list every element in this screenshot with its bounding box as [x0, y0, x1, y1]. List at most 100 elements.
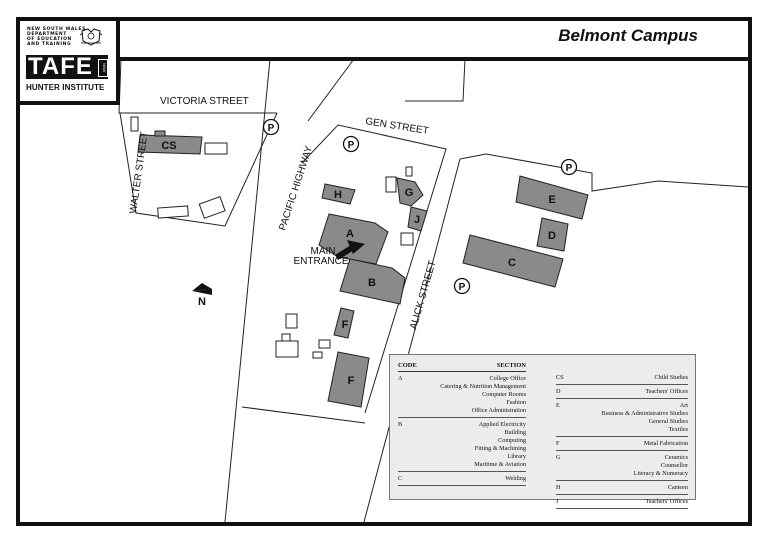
map-frame: P P P P VICTORIA STREET WALTER STREET PA… — [16, 17, 752, 526]
street-walter: WALTER STREET — [128, 131, 150, 215]
building-d — [536, 217, 569, 252]
building-cs-annex — [154, 130, 166, 137]
nsw-badge: NSW — [98, 59, 108, 77]
legend-section-item: Fitting & Machining — [474, 445, 526, 452]
parking-icon — [453, 277, 471, 295]
legend-code: F — [556, 440, 560, 447]
page-title: Belmont Campus — [558, 26, 698, 45]
parking-symbols — [262, 118, 578, 295]
legend-row: CS Child Studies — [556, 373, 688, 385]
parking-label: P — [268, 123, 275, 134]
building-f-large — [327, 351, 370, 408]
parking-label: P — [348, 140, 355, 151]
legend-section-item: College Office — [489, 375, 526, 382]
parking-icon — [560, 158, 578, 176]
legend-code: C — [398, 475, 403, 482]
legend-section-item: Computing — [498, 437, 526, 444]
legend-section-item: Child Studies — [654, 374, 688, 381]
institute-name: HUNTER INSTITUTE — [26, 83, 105, 92]
logo-text-line: NEW SOUTH WALES — [27, 27, 86, 32]
tafe-wordmark: TAFE — [26, 55, 108, 79]
building-label-c: C — [508, 257, 516, 269]
main-entrance-label-1: MAIN — [311, 246, 336, 257]
legend-sections: Welding — [505, 475, 526, 483]
building-cs — [137, 134, 203, 155]
legend-section-item: Ceramics — [664, 454, 688, 461]
legend-section-item: Business & Administrative Studies — [601, 410, 688, 417]
building-j — [407, 206, 428, 232]
logo-text-line: DEPARTMENT — [27, 32, 67, 37]
legend-code: G — [556, 454, 561, 461]
legend-section-item: Teachers' Offices — [645, 498, 688, 505]
legend-section-item: Welding — [505, 475, 526, 482]
parking-icon — [262, 118, 280, 136]
road-outlines — [118, 58, 748, 522]
tafe-logo: NEW SOUTH WALES DEPARTMENT OF EDUCATION … — [20, 21, 120, 105]
building-label-a: A — [346, 228, 354, 240]
legend-sections: Child Studies — [654, 374, 688, 382]
building-label-f-large: F — [348, 375, 355, 387]
legend-section-item: Computer Rooms — [482, 391, 526, 398]
legend-row: C Welding — [398, 474, 526, 486]
parking-label: P — [459, 282, 466, 293]
legend-row: J Teachers' Offices — [556, 497, 688, 509]
legend-code: H — [556, 484, 561, 491]
campus-map: P P P P VICTORIA STREET WALTER STREET PA… — [118, 58, 748, 522]
north-label: N — [198, 296, 206, 308]
north-arrow-icon — [192, 283, 212, 295]
legend-sections: Teachers' Offices — [645, 498, 688, 506]
building-label-b: B — [368, 277, 376, 289]
parking-icon — [342, 135, 360, 153]
street-victoria: VICTORIA STREET — [160, 96, 249, 107]
building-e — [515, 175, 589, 220]
legend-section-item: Office Administration — [471, 407, 526, 414]
legend-section-item: Catering & Nutrition Management — [440, 383, 526, 390]
legend-section-item: Library — [507, 453, 526, 460]
building-g — [396, 177, 424, 207]
legend-code: A — [398, 375, 403, 382]
legend-code-header: CODE — [398, 362, 417, 369]
street-gen: GEN STREET — [365, 116, 430, 137]
building-b — [339, 258, 406, 305]
main-entrance-arrow — [335, 240, 365, 260]
building-label-f-small: F — [342, 319, 349, 331]
legend-section-item: Maritime & Aviation — [474, 461, 526, 468]
main-entrance-label-2: ENTRANCE — [293, 256, 348, 267]
logo-text-line: AND TRAINING — [27, 42, 72, 47]
legend-section-header: SECTION — [496, 362, 526, 369]
legend-code: CS — [556, 374, 564, 381]
legend-section-item: Metal Fabrication — [643, 440, 688, 447]
legend-code: J — [556, 498, 559, 505]
legend-code: E — [556, 402, 560, 409]
buildings — [137, 130, 589, 408]
legend-section-item: Canteen — [667, 484, 688, 491]
building-label-h: H — [334, 189, 342, 201]
legend-sections: Canteen — [668, 484, 688, 492]
legend-sections: Metal Fabrication — [644, 440, 688, 448]
legend-header: CODE SECTION — [398, 362, 526, 372]
building-h — [321, 183, 356, 205]
building-label-j: J — [414, 214, 420, 226]
street-alick: ALICK STREET — [408, 259, 438, 330]
legend-section-item: Textiles — [668, 426, 689, 433]
building-label-g: G — [405, 187, 414, 199]
logo-text-line: OF EDUCATION — [27, 37, 72, 42]
building-c — [462, 234, 564, 288]
legend-row: H Canteen — [556, 483, 688, 495]
building-label-e: E — [548, 194, 555, 206]
legend-code: B — [398, 421, 403, 428]
street-pacific: PACIFIC HIGHWAY — [277, 144, 315, 232]
legend-section-item: General Studies — [648, 418, 688, 425]
header-bar: Belmont Campus — [20, 21, 748, 61]
legend-section-item: Teachers' Offices — [645, 388, 688, 395]
legend-sections: Teachers' Offices — [645, 388, 688, 396]
